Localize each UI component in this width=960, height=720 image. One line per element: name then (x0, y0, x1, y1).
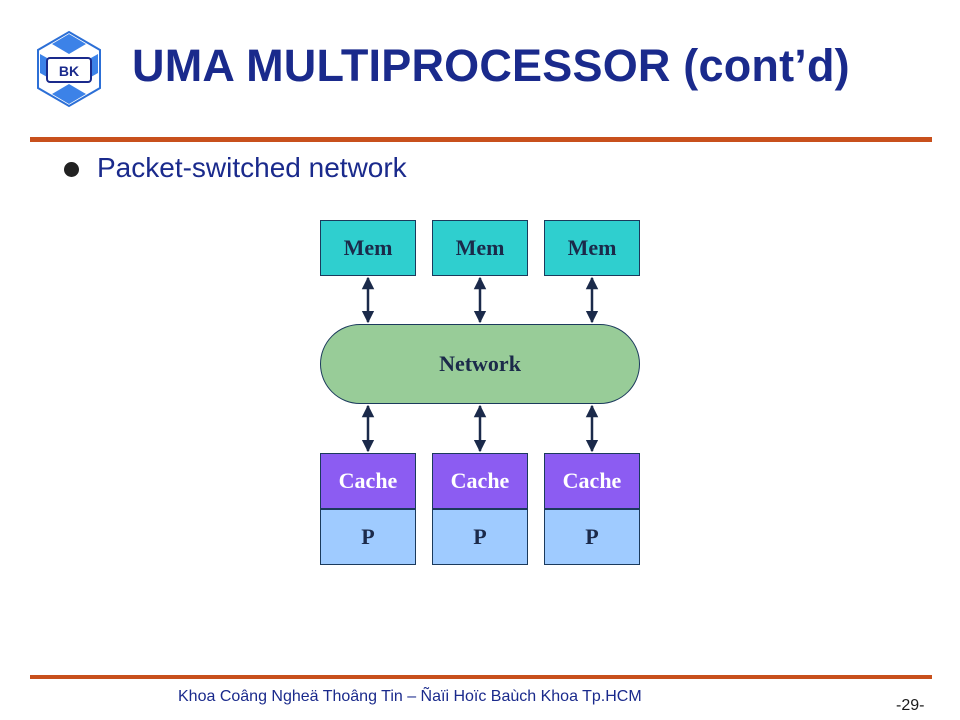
cache-box: Cache (544, 453, 640, 509)
cache-box: Cache (320, 453, 416, 509)
processor-box: P (320, 509, 416, 565)
bullet-dot (64, 162, 79, 177)
memory-box: Mem (432, 220, 528, 276)
memory-box: Mem (320, 220, 416, 276)
processor-box: P (432, 509, 528, 565)
footer-divider (30, 675, 932, 679)
logo-text: BK (59, 63, 79, 79)
page-number: -29- (896, 697, 925, 714)
cache-box: Cache (432, 453, 528, 509)
processor-box: P (544, 509, 640, 565)
page-title: UMA MULTIPROCESSOR (cont’d) (132, 40, 850, 91)
memory-box: Mem (544, 220, 640, 276)
network-node: Network (320, 324, 640, 404)
bullet-text: Packet-switched network (97, 152, 407, 183)
header-divider (30, 137, 932, 142)
university-logo: BK (37, 30, 101, 108)
footer-text: Khoa Coâng Ngheä Thoâng Tin – Ñaïi Hoïc … (178, 688, 642, 705)
